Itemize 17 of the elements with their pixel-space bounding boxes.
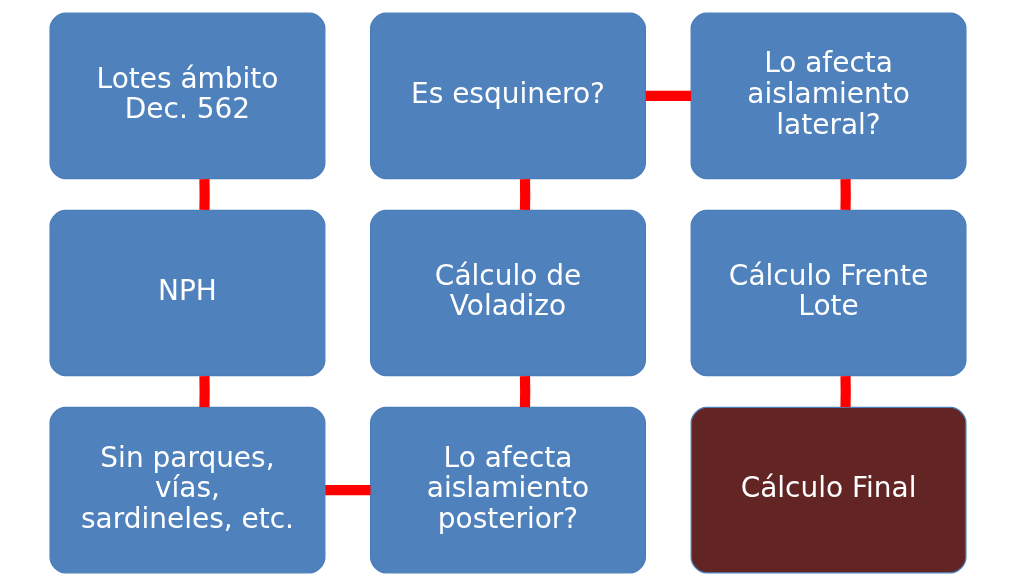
node-box: Sin parques, vías, sardineles, etc. [48, 406, 325, 574]
node-box: NPH [48, 209, 325, 377]
connector [519, 376, 530, 408]
node-box: Lotes ámbito Dec. 562 [48, 12, 325, 180]
connector [198, 376, 210, 408]
connector [839, 376, 851, 408]
node-box: Cálculo Final [690, 406, 967, 574]
node-box: Es esquinero? [369, 12, 646, 180]
connector [645, 90, 691, 101]
connector [839, 178, 851, 210]
connector [324, 485, 371, 496]
node-box: Cálculo de Voladizo [369, 209, 646, 377]
node-box: Cálculo Frente Lote [690, 209, 967, 377]
connector [519, 178, 530, 210]
node-box: Lo afecta aislamiento lateral? [690, 12, 967, 180]
connector [198, 178, 210, 210]
node-box: Lo afecta aislamiento posterior? [369, 406, 646, 574]
